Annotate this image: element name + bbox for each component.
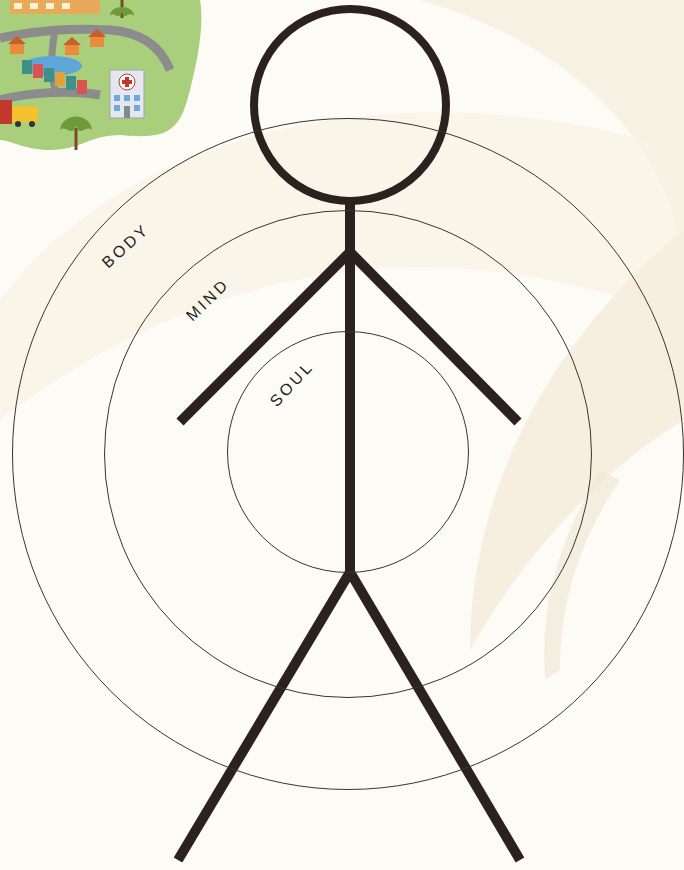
pale-leaf-edge	[544, 470, 620, 680]
ring-circle: SOUL	[227, 331, 469, 573]
ring-line	[105, 211, 592, 698]
ring-outline	[227, 331, 469, 573]
ring-label: SOUL	[267, 358, 317, 410]
ring-outline	[12, 118, 684, 790]
ring-circle: MIND SOUL	[104, 210, 592, 698]
ring-label: BODY	[99, 221, 152, 271]
ring-label: MIND	[183, 276, 232, 324]
ring-circle: BODY MIND SOUL	[12, 118, 684, 790]
ring-line	[13, 119, 684, 790]
ring-line	[228, 332, 469, 573]
ring-outline	[104, 210, 592, 698]
town-map	[0, 0, 201, 150]
pale-leaf	[470, 230, 684, 650]
